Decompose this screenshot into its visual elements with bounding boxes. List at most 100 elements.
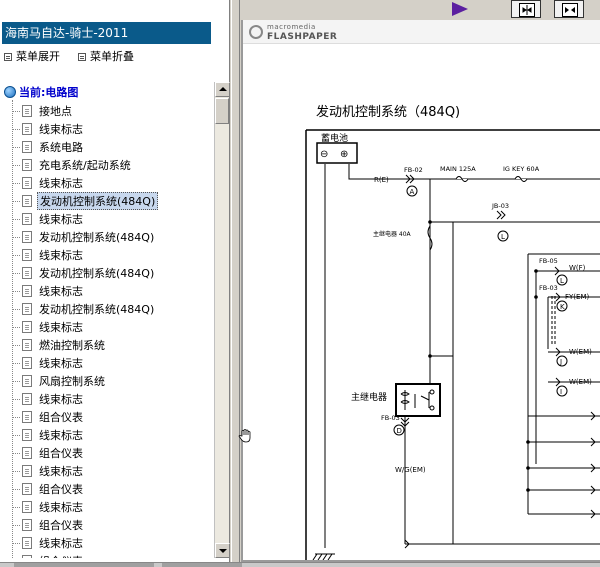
tree-item-label: 系统电路 xyxy=(39,141,83,154)
connector-fb03-label: FB-03 xyxy=(381,414,400,422)
tree-item[interactable]: 线束标志 xyxy=(12,174,85,192)
task-tab[interactable] xyxy=(162,563,242,567)
scroll-thumb[interactable] xyxy=(215,98,229,124)
tree-item[interactable]: 线束标志 xyxy=(12,282,85,300)
tree-item[interactable]: 组合仪表 xyxy=(12,408,85,426)
tree-item-label: 发动机控制系统(484Q) xyxy=(39,303,155,316)
tree-branch-line xyxy=(12,182,20,184)
tree-item[interactable]: 组合仪表 xyxy=(12,516,85,534)
tree-item-label: 组合仪表 xyxy=(39,447,83,460)
tree-root[interactable]: 当前:电路图 xyxy=(4,84,78,100)
tree-branch-line xyxy=(12,362,20,364)
connector-d-marker xyxy=(393,424,405,436)
right-bus-wire xyxy=(527,253,600,514)
diagram-title: 发动机控制系统（484Q) xyxy=(316,104,460,120)
tree-item[interactable]: 线束标志 xyxy=(12,246,85,264)
tree-item[interactable]: 线束标志 xyxy=(12,210,85,228)
tree-item[interactable]: 风扇控制系统 xyxy=(12,372,107,390)
connector-jb03-label: JB-03 xyxy=(491,202,509,210)
tree-item[interactable]: 线束标志 xyxy=(12,534,85,552)
hand-cursor-icon xyxy=(238,429,251,443)
tree-item-label: 线束标志 xyxy=(39,357,83,370)
tree-item-label: 组合仪表 xyxy=(37,553,85,558)
tree-item[interactable]: 组合仪表 xyxy=(12,552,85,558)
tree-item[interactable]: 线束标志 xyxy=(12,426,85,444)
tree-item[interactable]: 线束标志 xyxy=(12,120,85,138)
main-relay-fuse-label: 主继电器 40A xyxy=(373,230,412,238)
tree-item[interactable]: 发动机控制系统(484Q) xyxy=(12,192,159,210)
tree-item-label: 线束标志 xyxy=(39,393,83,406)
tree-branch-line xyxy=(12,128,20,130)
tree-item[interactable]: 组合仪表 xyxy=(12,444,85,462)
viewer-toolbar xyxy=(241,0,600,20)
document-icon xyxy=(22,177,32,189)
nav-controls: 菜单展开 菜单折叠 xyxy=(0,46,212,68)
document-icon xyxy=(22,375,32,387)
document-icon xyxy=(22,555,32,558)
tree-item[interactable]: 燃油控制系统 xyxy=(12,336,107,354)
document-icon xyxy=(22,231,32,243)
play-arrow-icon[interactable] xyxy=(452,2,468,16)
document-icon xyxy=(22,429,32,441)
tree-branch-line xyxy=(12,470,20,472)
pane-splitter[interactable] xyxy=(231,0,240,562)
tree-item[interactable]: 系统电路 xyxy=(12,138,85,156)
fit-width-icon xyxy=(519,3,535,17)
collapse-menu-label: 菜单折叠 xyxy=(90,50,134,63)
relay-coil-contacts xyxy=(400,390,430,410)
fit-width-button[interactable] xyxy=(511,0,541,18)
tree-root-label: 当前:电路图 xyxy=(19,86,79,99)
tree-branch-line xyxy=(12,164,20,166)
tree-item[interactable]: 线束标志 xyxy=(12,390,85,408)
junction-dot xyxy=(526,440,530,444)
scroll-up-button[interactable] xyxy=(215,82,230,97)
wire-label-wf: W(F) xyxy=(569,264,586,272)
document-icon xyxy=(22,447,32,459)
brand-small: macromedia xyxy=(267,23,316,31)
tree-branch-line xyxy=(12,452,20,454)
tree-item[interactable]: 线束标志 xyxy=(12,498,85,516)
tree-item-label: 线束标志 xyxy=(39,429,83,442)
expand-menu-button[interactable]: 菜单展开 xyxy=(4,46,60,68)
tree-item[interactable]: 充电系统/起动系统 xyxy=(12,156,133,174)
tree-item[interactable]: 发动机控制系统(484Q) xyxy=(12,264,156,282)
tree-item-label: 线束标志 xyxy=(39,321,83,334)
battery-symbol xyxy=(316,142,358,164)
document-icon xyxy=(22,321,32,333)
fit-page-button[interactable] xyxy=(554,0,584,18)
fuse-main-symbol xyxy=(455,176,469,182)
tree-item-label: 发动机控制系统(484Q) xyxy=(37,192,159,210)
tree-branch-line xyxy=(12,272,20,274)
collapse-menu-button[interactable]: 菜单折叠 xyxy=(78,46,134,68)
connector-fb05-label: FB-05 xyxy=(539,257,558,265)
tree-item[interactable]: 接地点 xyxy=(12,102,74,120)
connector-k-label: K xyxy=(560,303,565,311)
connector-i-label: I xyxy=(560,388,562,396)
junction-dot xyxy=(534,295,538,299)
tree-branch-line xyxy=(12,506,20,508)
diagram-frame xyxy=(305,129,600,560)
document-page[interactable]: macromedia FLASHPAPER 发动机控制系统（484Q) 蓄电池 … xyxy=(243,20,600,560)
tree-item[interactable]: 发动机控制系统(484Q) xyxy=(12,228,156,246)
document-icon xyxy=(22,519,32,531)
scroll-down-button[interactable] xyxy=(215,543,230,558)
list-icon xyxy=(78,53,86,61)
battery-plus-terminal: ⊕ xyxy=(340,149,348,160)
junction-dot xyxy=(526,466,530,470)
connector-jb03-symbol xyxy=(496,210,506,220)
flashpaper-header: macromedia FLASHPAPER xyxy=(243,20,600,44)
document-icon xyxy=(22,249,32,261)
battery-minus-terminal: ⊖ xyxy=(320,149,328,160)
nav-scrollbar[interactable] xyxy=(214,82,230,558)
document-icon xyxy=(22,465,32,477)
bus-connector-symbols xyxy=(590,411,596,519)
tree-item[interactable]: 线束标志 xyxy=(12,354,85,372)
tree-item[interactable]: 线束标志 xyxy=(12,462,85,480)
tree-item[interactable]: 组合仪表 xyxy=(12,480,85,498)
macromedia-logo-icon xyxy=(249,25,263,39)
globe-icon xyxy=(4,86,16,98)
tree-item[interactable]: 线束标志 xyxy=(12,318,85,336)
tree-item[interactable]: 发动机控制系统(484Q) xyxy=(12,300,156,318)
tree-item-label: 充电系统/起动系统 xyxy=(39,159,131,172)
task-tab[interactable] xyxy=(14,563,154,567)
